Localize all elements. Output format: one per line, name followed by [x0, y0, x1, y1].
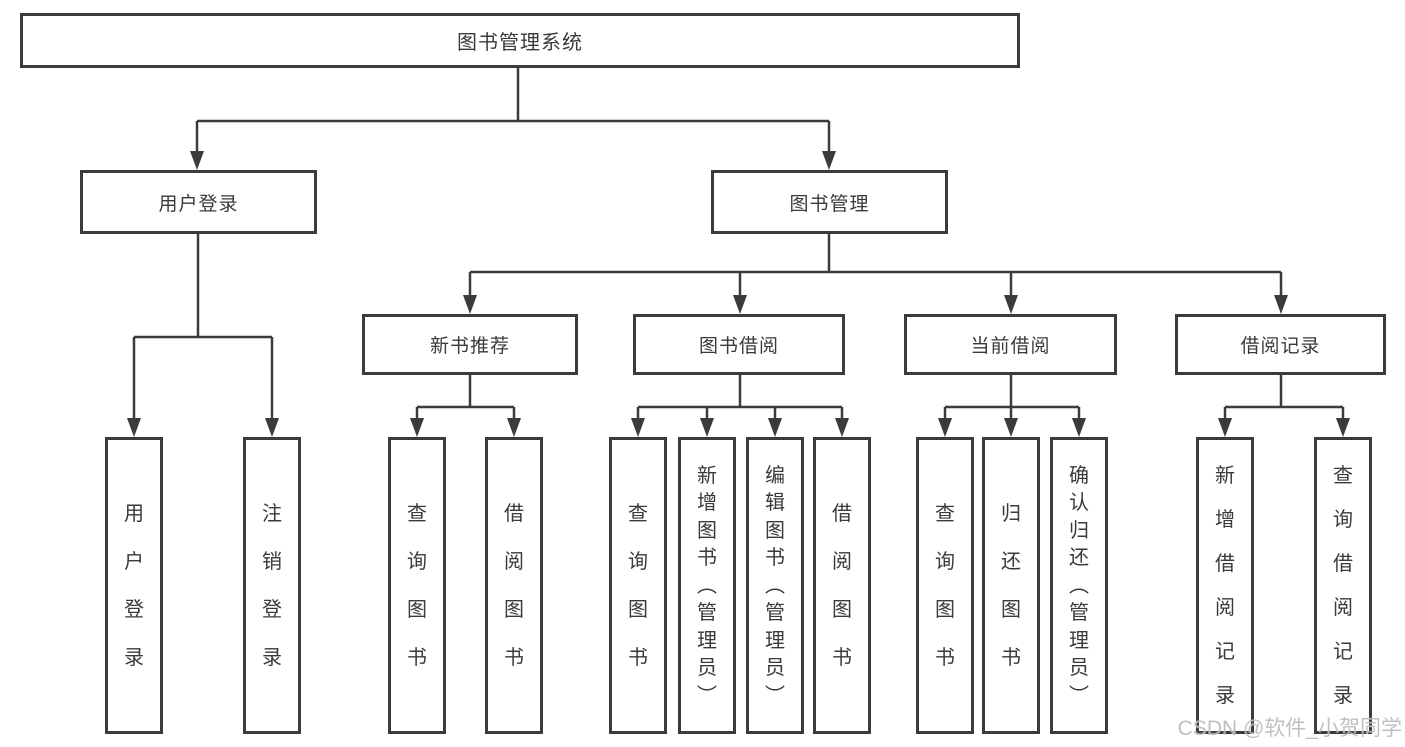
node-label: 图书管理系统	[457, 32, 583, 54]
node-label: 编辑图书︵管理员︶	[765, 464, 785, 707]
leaf-confirm-return-admin: 确认归还︵管理员︶	[1050, 437, 1108, 734]
node-library-management-system: 图书管理系统	[20, 13, 1020, 68]
leaf-borrow-books-borrowing: 借阅图书	[813, 437, 871, 734]
node-book-management: 图书管理	[711, 170, 948, 234]
leaf-add-borrow-record: 新增借阅记录	[1196, 437, 1254, 734]
node-new-book-recommend: 新书推荐	[362, 314, 578, 375]
leaf-edit-book-admin: 编辑图书︵管理员︶	[746, 437, 804, 734]
node-label: 注销登录	[262, 502, 282, 669]
leaf-return-book: 归还图书	[982, 437, 1040, 734]
node-label: 用户登录	[124, 502, 144, 669]
node-book-borrowing: 图书借阅	[633, 314, 845, 375]
node-label: 查询借阅记录	[1333, 464, 1353, 707]
node-label: 确认归还︵管理员︶	[1069, 464, 1089, 707]
leaf-user-login: 用户登录	[105, 437, 163, 734]
node-label: 用户登录	[158, 193, 239, 215]
node-user-login: 用户登录	[80, 170, 317, 234]
node-label: 当前借阅	[970, 336, 1051, 357]
node-label: 图书借阅	[698, 336, 779, 357]
node-label: 新增图书︵管理员︶	[697, 464, 717, 707]
leaf-query-books-borrowing: 查询图书	[609, 437, 667, 734]
node-borrowing-records: 借阅记录	[1175, 314, 1386, 375]
node-label: 图书管理	[789, 193, 870, 215]
leaf-borrow-books-recommend: 借阅图书	[485, 437, 543, 734]
leaf-logout: 注销登录	[243, 437, 301, 734]
node-label: 借阅记录	[1240, 336, 1321, 357]
node-label: 新增借阅记录	[1215, 464, 1235, 707]
node-label: 查询图书	[935, 502, 955, 669]
node-label: 查询图书	[407, 502, 427, 669]
node-label: 归还图书	[1001, 502, 1021, 669]
node-label: 借阅图书	[832, 502, 852, 669]
leaf-query-borrow-record: 查询借阅记录	[1314, 437, 1372, 734]
node-current-borrowing: 当前借阅	[904, 314, 1117, 375]
node-label: 新书推荐	[429, 336, 510, 357]
node-label: 查询图书	[628, 502, 648, 669]
leaf-query-books-current: 查询图书	[916, 437, 974, 734]
node-label: 借阅图书	[504, 502, 524, 669]
leaf-add-book-admin: 新增图书︵管理员︶	[678, 437, 736, 734]
csdn-watermark: CSDN @软件_小贺同学	[1177, 717, 1402, 740]
leaf-query-books-recommend: 查询图书	[388, 437, 446, 734]
